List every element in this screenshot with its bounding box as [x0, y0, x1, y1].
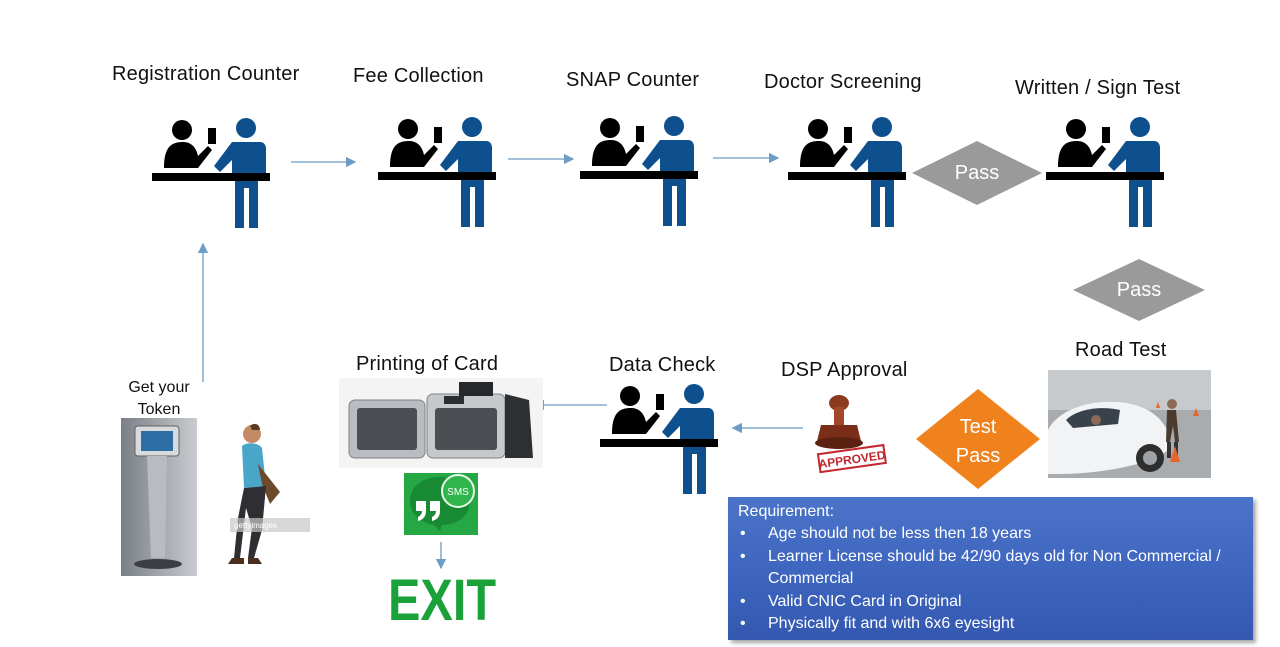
road-test-photo — [1048, 370, 1211, 478]
fee-collection-label: Fee Collection — [353, 65, 484, 87]
requirement-item: Valid CNIC Card in Original — [738, 591, 1243, 614]
pass-diamond-1-label: Pass — [954, 162, 1000, 184]
test-pass-diamond — [916, 389, 1040, 489]
requirements-title: Requirement: — [738, 503, 835, 520]
registration-counter-label: Registration Counter — [112, 63, 300, 85]
written-sign-test-label: Written / Sign Test — [1015, 77, 1181, 99]
exit-text: EXIT — [388, 570, 496, 624]
card-printer-image — [339, 378, 543, 468]
requirements-box: Requirement: Age should not be less then… — [728, 497, 1253, 640]
sms-icon: SMS — [404, 473, 478, 535]
walking-man-image: gettyimages — [228, 423, 310, 564]
test-pass-line2: Pass — [955, 445, 1001, 467]
counter-icon-snap — [580, 116, 698, 226]
printing-of-card-label: Printing of Card — [356, 353, 499, 375]
road-test-label: Road Test — [1075, 339, 1167, 361]
counter-icon-registration — [152, 118, 270, 228]
dsp-approval-label: DSP Approval — [781, 359, 908, 381]
requirements-list: Age should not be less then 18 years Lea… — [738, 523, 1243, 636]
pass-diamond-2-label: Pass — [1116, 279, 1162, 301]
requirement-item: Learner License should be 42/90 days old… — [738, 546, 1243, 591]
counter-icon-fee — [378, 117, 496, 227]
counter-icon-doctor — [788, 117, 906, 227]
doctor-screening-label: Doctor Screening — [764, 71, 922, 93]
requirement-item: Physically fit and with 6x6 eyesight — [738, 613, 1243, 636]
sms-text: SMS — [447, 487, 469, 498]
counter-icon-datacheck — [600, 384, 718, 494]
get-your-token-label: Get your Token — [128, 379, 190, 418]
pass-diamond-2 — [1073, 259, 1205, 321]
exit-sign-icon: EXIT — [388, 570, 496, 624]
token-kiosk-image — [121, 418, 197, 576]
requirement-item: Age should not be less then 18 years — [738, 523, 1243, 546]
snap-counter-label: SNAP Counter — [566, 69, 700, 91]
test-pass-line1: Test — [959, 416, 997, 438]
approved-stamp-icon: APPROVED — [815, 395, 887, 474]
test-pass-diamond-label: Test Pass — [915, 413, 1041, 471]
watermark-text: gettyimages — [234, 521, 277, 530]
data-check-label: Data Check — [609, 354, 716, 376]
pass-diamond-1 — [912, 141, 1042, 205]
counter-icon-written — [1046, 117, 1164, 227]
